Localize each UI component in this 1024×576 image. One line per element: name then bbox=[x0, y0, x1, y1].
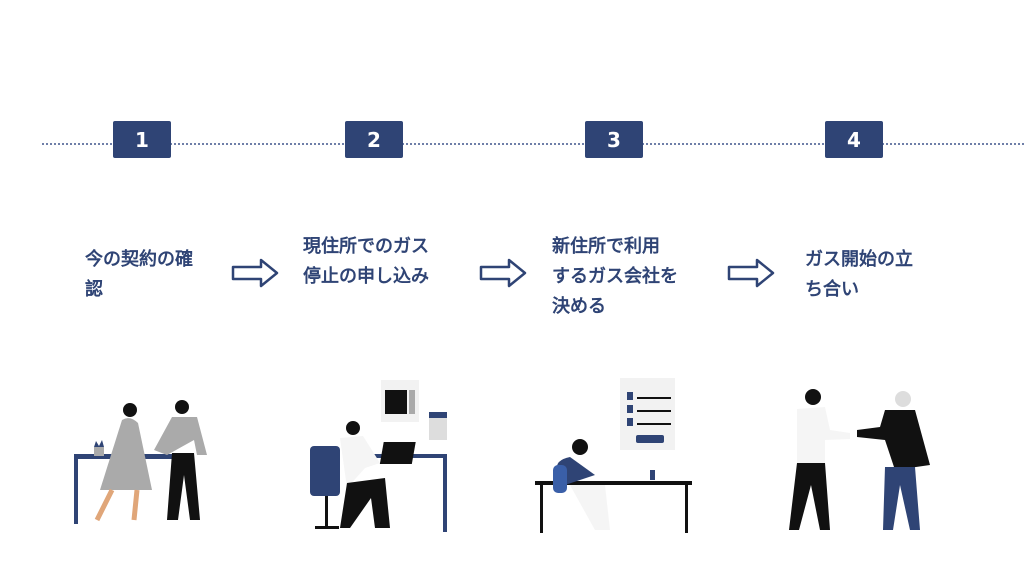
step-3-badge: 3 bbox=[585, 121, 643, 158]
illustration-contract-check bbox=[74, 400, 207, 524]
illustration-stop-application bbox=[310, 380, 447, 532]
step-3-line-3: 決める bbox=[552, 296, 606, 317]
step-2-label: 現住所でのガス 停止の申し込み bbox=[303, 232, 429, 292]
right-arrow-icon bbox=[727, 258, 775, 288]
step-4-badge: 4 bbox=[825, 121, 883, 158]
step-2-line-1: 現住所でのガス bbox=[303, 236, 429, 257]
step-4-line-1: ガス開始の立 bbox=[805, 249, 913, 270]
step-2-line-2: 停止の申し込み bbox=[303, 266, 429, 287]
step-1-line-1: 今の契約の確 bbox=[85, 249, 193, 270]
step-4-label: ガス開始の立 ち合い bbox=[805, 245, 913, 305]
step-3-line-2: するガス会社を bbox=[552, 266, 678, 287]
step-1-number: 1 bbox=[135, 127, 149, 152]
step-2-badge: 2 bbox=[345, 121, 403, 158]
right-arrow-icon bbox=[231, 258, 279, 288]
step-4-line-2: ち合い bbox=[805, 279, 859, 300]
step-3-label: 新住所で利用 するガス会社を 決める bbox=[552, 232, 678, 322]
timeline-dotted-line bbox=[42, 143, 1024, 145]
step-1-label: 今の契約の確 認 bbox=[85, 245, 193, 305]
right-arrow-icon bbox=[479, 258, 527, 288]
step-1-badge: 1 bbox=[113, 121, 171, 158]
step-3-number: 3 bbox=[607, 127, 621, 152]
step-3-line-1: 新住所で利用 bbox=[552, 236, 660, 257]
step-4-number: 4 bbox=[847, 127, 861, 152]
illustration-gas-start-meeting bbox=[789, 389, 930, 530]
step-2-number: 2 bbox=[367, 127, 381, 152]
illustration-choose-gas-company bbox=[535, 378, 692, 533]
step-1-line-2: 認 bbox=[85, 279, 103, 300]
